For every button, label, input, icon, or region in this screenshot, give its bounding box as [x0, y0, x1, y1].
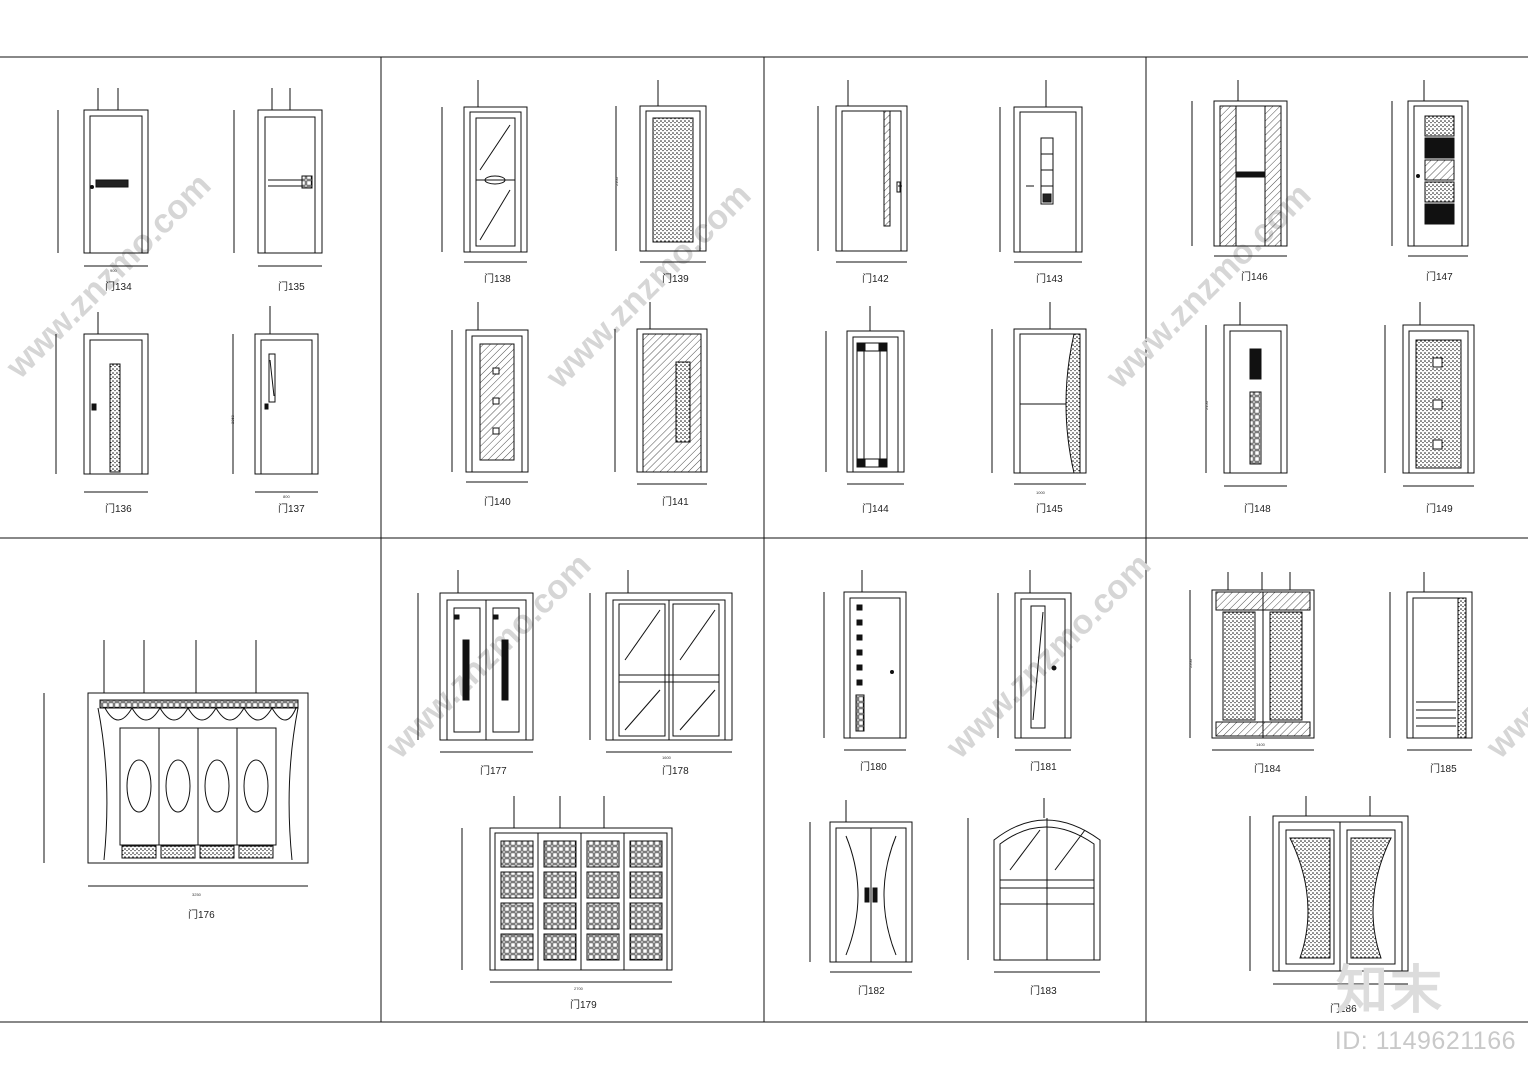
caption-door-138: 门138: [484, 272, 511, 285]
dim-2700: 2700: [574, 986, 584, 991]
door-185: [1389, 572, 1473, 751]
door-136: [55, 312, 149, 493]
dimension-labels: 2050 2100 2150 2200 1000 3250 2700 1400 …: [110, 176, 1266, 991]
caption-door-136: 门136: [105, 502, 132, 515]
dim-2050: 2050: [230, 414, 235, 424]
door-137: [232, 306, 319, 493]
dim-1600: 1600: [662, 755, 672, 760]
dim-2100: 2100: [614, 176, 619, 186]
dim-2200: 2200: [1188, 658, 1193, 668]
caption-door-141: 门141: [662, 495, 689, 508]
caption-door-185: 门185: [1430, 762, 1457, 775]
door-179: [461, 796, 673, 983]
caption-door-134: 门134: [105, 280, 132, 293]
door-181: [997, 570, 1072, 751]
caption-door-149: 门149: [1426, 502, 1453, 515]
caption-door-144: 门144: [862, 502, 889, 515]
dim-2150: 2150: [1204, 400, 1209, 410]
caption-door-183: 门183: [1030, 984, 1057, 997]
door-182: [809, 800, 913, 973]
door-144: [825, 306, 905, 485]
caption-door-135: 门135: [278, 280, 305, 293]
caption-door-176: 门176: [188, 908, 215, 921]
door-183: [967, 798, 1101, 973]
dim-900: 900: [110, 268, 117, 273]
caption-door-145: 门145: [1036, 502, 1063, 515]
door-138: [441, 80, 528, 263]
watermark-site: www.znzmo.com: [0, 166, 218, 386]
caption-door-143: 门143: [1036, 272, 1063, 285]
caption-door-177: 门177: [480, 764, 507, 777]
door-147: [1391, 80, 1469, 257]
caption-door-140: 门140: [484, 495, 511, 508]
door-149: [1384, 302, 1475, 487]
door-135: [233, 88, 323, 267]
door-177: [417, 570, 534, 753]
door-captions: 门134 门135 门136 门137 门138 门139 门140 门141 …: [105, 270, 1457, 1015]
door-146: [1191, 80, 1288, 257]
dim-1000: 1000: [1036, 490, 1046, 495]
door-140: [451, 302, 529, 483]
door-176: [43, 640, 309, 887]
door-178: [589, 570, 733, 753]
caption-door-142: 门142: [862, 272, 889, 285]
watermark-site: www.znzmo.com: [1098, 176, 1318, 396]
watermark-site: www.znzmo.com: [1478, 546, 1528, 766]
watermark-logo: 知末: [1336, 961, 1445, 1021]
caption-door-137: 门137: [278, 502, 305, 515]
watermark-site: www.znzmo.com: [938, 546, 1158, 766]
dim-1400: 1400: [1256, 742, 1266, 747]
door-180: [823, 570, 907, 751]
door-145: [991, 302, 1087, 485]
watermark-id: ID: 1149621166: [1334, 1027, 1516, 1055]
caption-door-178: 门178: [662, 764, 689, 777]
dim-800: 800: [283, 494, 290, 499]
door-141: [614, 302, 708, 485]
door-139: [615, 80, 707, 263]
door-142: [817, 80, 908, 263]
caption-door-181: 门181: [1030, 760, 1057, 773]
caption-door-184: 门184: [1254, 762, 1281, 775]
sheet-frame: [0, 56, 1528, 1023]
door-184: [1189, 572, 1315, 751]
door-148: [1205, 302, 1288, 487]
caption-door-148: 门148: [1244, 502, 1271, 515]
dim-3250: 3250: [192, 892, 202, 897]
door-143: [999, 80, 1083, 263]
caption-door-147: 门147: [1426, 270, 1453, 283]
caption-door-180: 门180: [860, 760, 887, 773]
door-186: [1249, 796, 1409, 985]
caption-door-179: 门179: [570, 998, 597, 1011]
caption-door-139: 门139: [662, 272, 689, 285]
caption-door-182: 门182: [858, 984, 885, 997]
caption-door-146: 门146: [1241, 270, 1268, 283]
door-134: [57, 88, 149, 267]
watermark-site: www.znzmo.com: [378, 546, 598, 766]
caption-door-186: 门186: [1330, 1002, 1357, 1015]
